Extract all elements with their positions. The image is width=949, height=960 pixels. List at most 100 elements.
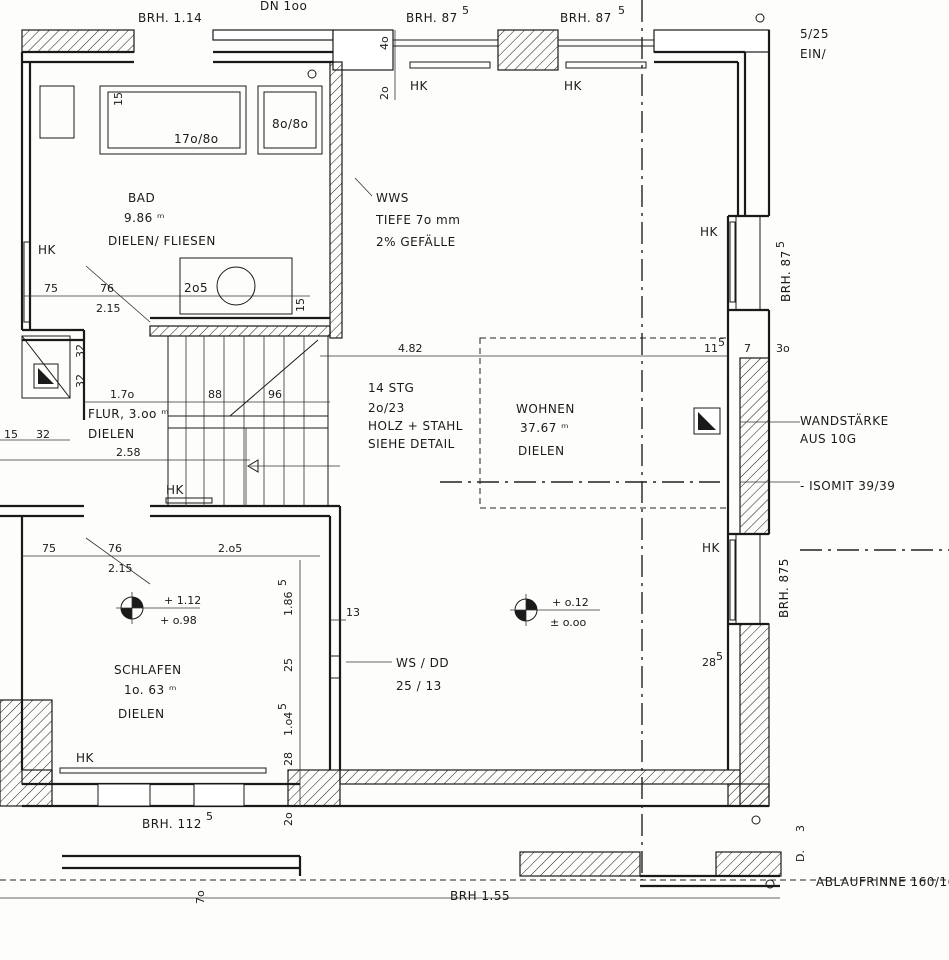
dim-28-lower: 28 [282, 752, 295, 766]
label-brh-875-a: BRH. 87 [406, 11, 458, 25]
room-flur-floor: DIELEN [88, 427, 135, 441]
dim-76-lower: 76 [108, 542, 122, 555]
room-schlafen-floor: DIELEN [118, 707, 165, 721]
room-bad-area: 9.86 ᵐ [124, 211, 165, 225]
label-brh-right-top-sup: 5 [774, 241, 787, 248]
stairs-ratio: 2o/23 [368, 401, 405, 415]
wc [39, 85, 75, 139]
wws-name: WWS [376, 191, 409, 205]
wall-bottom-corner-mid [287, 769, 341, 807]
label-hk-top-a: HK [410, 79, 429, 93]
level-wohnen-b: ± o.oo [550, 616, 586, 629]
ws-dd-size: 25 / 13 [396, 679, 442, 693]
dim-30: 3o [776, 342, 790, 355]
dim-88: 88 [208, 388, 222, 401]
room-wohnen-name: WOHNEN [516, 402, 575, 416]
label-tub: 17o/8o [174, 132, 219, 146]
dim-13: 13 [346, 606, 360, 619]
shower-tray [257, 85, 323, 155]
wall-top-pier [497, 29, 559, 71]
dim-76-upper: 76 [100, 282, 114, 295]
axes-and-dashes [0, 0, 949, 899]
label-wandstaerke: WANDSTÄRKE [800, 413, 889, 428]
stairs-material: HOLZ + STAHL [368, 419, 463, 433]
dim-70: 7o [194, 890, 207, 904]
label-ein: EIN/ [800, 47, 827, 61]
dim-20: 2o [378, 86, 391, 100]
dim-15-upper: 15 [294, 298, 307, 312]
dim-11-sup: 5 [718, 336, 725, 349]
walls [0, 29, 771, 808]
wall-right-lower-hatched [739, 623, 770, 807]
wall-bath-bottom [149, 325, 331, 337]
label-brh-875-b-sup: 5 [618, 4, 625, 17]
wall-bath-right [329, 61, 343, 339]
room-bad-floor: DIELEN/ FLIESEN [108, 234, 216, 248]
room-wohnen-area: 37.67 ᵐ [520, 421, 569, 435]
label-d-side: D. [794, 850, 807, 862]
radiator-right-top [729, 221, 736, 303]
label-ratio: 5/25 [800, 27, 829, 41]
sink-counter [179, 257, 293, 315]
label-hk-schlafen: HK [76, 751, 95, 765]
dim-15-top: 15 [112, 92, 125, 106]
room-schlafen-area: 1o. 63 ᵐ [124, 683, 177, 697]
bath-fixtures [23, 69, 323, 323]
wall-top-mid [212, 29, 334, 41]
dim-25: 25 [282, 658, 295, 672]
wall-right-hatched [739, 357, 770, 535]
label-isomit: - ISOMIT 39/39 [800, 479, 895, 493]
room-wohnen-floor: DIELEN [518, 444, 565, 458]
wall-bottom-left-corner [0, 699, 53, 807]
staircase [167, 335, 340, 507]
ws-dd-name: WS / DD [396, 656, 449, 670]
wws-depth: TIEFE 7o mm [375, 213, 460, 227]
label-brh-155: BRH 1.55 [450, 889, 510, 903]
radiator-schlafen [59, 767, 267, 774]
level-schlafen-a: + 1.12 [164, 594, 201, 607]
wws-slope: 2% GEFÄLLE [376, 234, 456, 249]
label-brh-114: BRH. 1.14 [138, 11, 202, 25]
stairs-detail: SIEHE DETAIL [368, 437, 455, 451]
label-brh-112: BRH. 112 [142, 817, 202, 831]
label-ablauf: ABLAUFRINNE 160/16 [816, 875, 949, 889]
label-hk-flur: HK [166, 483, 185, 497]
radiator-bad [23, 241, 31, 323]
level-marker-wohnen [510, 594, 600, 626]
label-sink: 2o5 [184, 281, 208, 295]
dim-7: 7 [744, 342, 751, 355]
label-brh-right-bottom: BRH. 875 [777, 558, 791, 618]
dim-28-right: 28 [702, 656, 716, 669]
dim-104: 1.o4 [282, 712, 295, 736]
bathtub [99, 85, 247, 155]
radiator-flur [165, 497, 213, 504]
dim-104-sup: 5 [276, 703, 289, 710]
room-flur-name: FLUR, 3.oo ᵐ [88, 407, 169, 421]
label-aus: AUS 10G [800, 432, 857, 446]
dim-3: 3 [794, 825, 807, 832]
level-marker-schlafen [116, 592, 200, 624]
label-hk-right-top: HK [700, 225, 719, 239]
dim-170: 1.7o [110, 388, 134, 401]
label-brh-112-sup: 5 [206, 810, 213, 823]
terrace-edge [62, 13, 782, 889]
level-schlafen-b: + o.98 [160, 614, 197, 627]
label-dn-100: DN 1oo [260, 0, 307, 13]
label-brh-875-a-sup: 5 [462, 4, 469, 17]
dim-15-flur: 15 [4, 428, 18, 441]
wall-bottom-long [339, 769, 741, 785]
wohnen-dashed-area [479, 337, 729, 509]
wall-top-stub [332, 29, 394, 71]
dimension-lines [0, 30, 800, 806]
stairs-steps: 14 STG [368, 381, 414, 395]
dim-32-b: 32 [74, 374, 87, 388]
room-schlafen-name: SCHLAFEN [114, 663, 182, 677]
dim-32-a: 32 [74, 344, 87, 358]
wall-top-left [21, 29, 135, 53]
dim-11: 11 [704, 342, 718, 355]
sink-bowl [216, 266, 256, 306]
dim-20-lower: 2o [282, 812, 295, 826]
dim-40: 4o [378, 36, 391, 50]
dim-32-flur: 32 [36, 428, 50, 441]
